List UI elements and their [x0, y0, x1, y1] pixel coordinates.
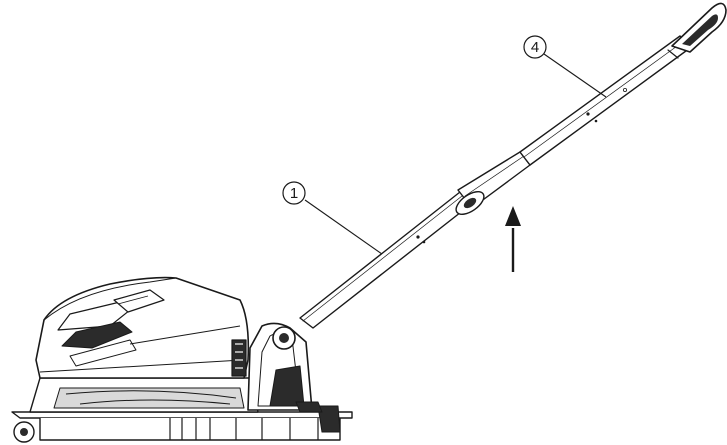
callout-label-1: 1 [290, 185, 298, 202]
front-wheel [13, 421, 35, 443]
vent-grille [231, 339, 247, 377]
handle-lower-tube [299, 191, 471, 329]
mower-body [11, 276, 353, 443]
handle-grip [667, 2, 727, 59]
callout-1: 1 [282, 181, 383, 255]
handle [299, 2, 727, 329]
base-plate [11, 411, 353, 419]
handle-lock-knob [455, 191, 485, 215]
pivot-knob [272, 326, 296, 350]
callout-4: 4 [523, 35, 607, 98]
up-arrow-icon [505, 206, 521, 272]
callout-label-4: 4 [531, 39, 539, 56]
